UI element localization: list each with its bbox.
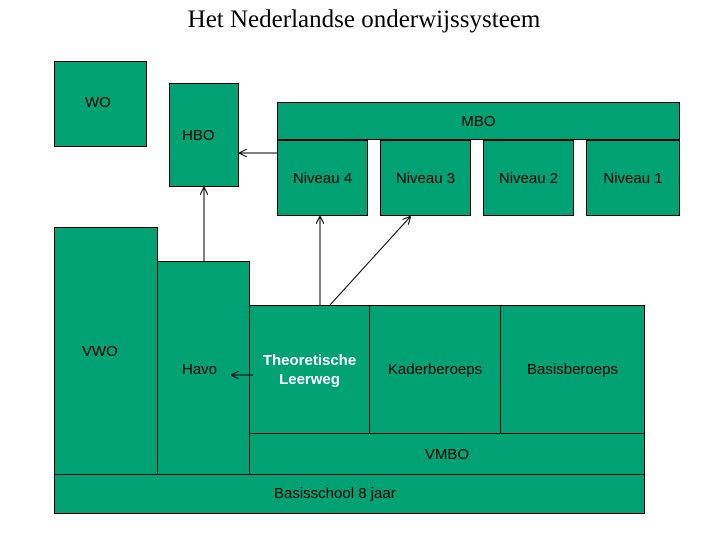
basisschool-label: Basisschool 8 jaar — [274, 485, 396, 502]
mbo-label: MBO — [461, 112, 496, 130]
kaderberoeps-label: Kaderberoeps — [387, 361, 483, 378]
niveau-1-box: Niveau 1 — [586, 140, 680, 216]
niveau-3-box: Niveau 3 — [380, 140, 471, 216]
havo-box: Havo — [157, 261, 250, 475]
vmbo-box: VMBO — [249, 433, 645, 475]
theoretische-leerweg-box: Theoretische Leerweg — [249, 305, 370, 434]
hbo-label: HBO — [182, 127, 215, 144]
theoretische-leerweg-line1: Theoretische — [262, 351, 357, 369]
theoretische-leerweg-line2: Leerweg — [279, 370, 340, 388]
niveau-3-label: Niveau 3 — [395, 169, 456, 187]
wo-box: WO — [54, 61, 147, 147]
havo-label: Havo — [182, 361, 218, 378]
basisberoeps-label: Basisberoeps — [527, 361, 618, 378]
niveau-4-box: Niveau 4 — [277, 140, 368, 216]
vwo-label: VWO — [82, 343, 118, 360]
diagram-title: Het Nederlandse onderwijssysteem — [187, 6, 541, 33]
hbo-box: HBO — [169, 83, 239, 187]
vmbo-label: VMBO — [424, 445, 470, 463]
mbo-box: MBO — [277, 102, 680, 140]
vwo-box: VWO — [54, 227, 158, 475]
arrow-tl-to-niveau3 — [329, 217, 410, 306]
niveau-1-label: Niveau 1 — [603, 169, 663, 187]
wo-label: WO — [85, 94, 111, 111]
niveau-2-label: Niveau 2 — [498, 169, 559, 187]
basisschool-box: Basisschool 8 jaar — [54, 474, 645, 514]
niveau-4-label: Niveau 4 — [292, 169, 353, 187]
niveau-2-box: Niveau 2 — [483, 140, 574, 216]
